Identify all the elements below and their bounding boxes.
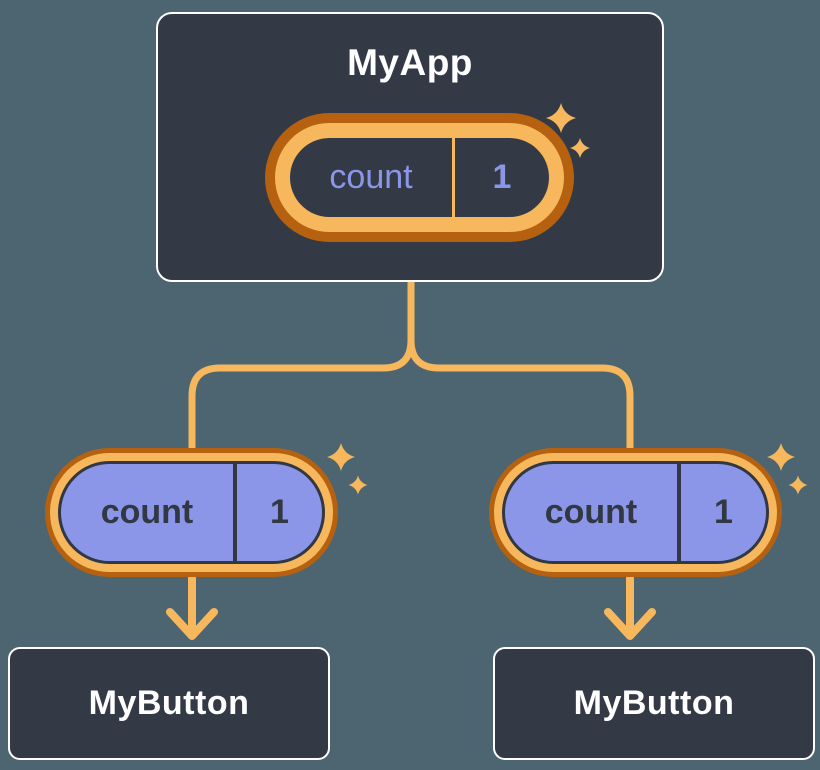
child-component-label: MyButton (573, 684, 735, 722)
sparkle-icon (327, 443, 368, 495)
child-component-card-right: MyButton (493, 647, 815, 760)
sparkle-icon (546, 103, 590, 158)
state-pill-body: count 1 (290, 138, 549, 217)
pill-divider (233, 464, 237, 561)
arrow-down-icon (166, 574, 218, 640)
child-component-card-left: MyButton (8, 647, 330, 760)
state-value-label: 1 (492, 158, 512, 196)
branch-wire-right (407, 336, 634, 474)
prop-pill-body: count 1 (502, 461, 769, 564)
prop-key-label: count (100, 493, 194, 531)
pill-divider (452, 138, 455, 217)
prop-pill-ring: count 1 (50, 453, 333, 572)
arrow-down-icon (604, 574, 656, 640)
root-component-title: MyApp (347, 42, 473, 83)
prop-value-label: 1 (714, 493, 733, 531)
prop-pill-right: count 1 (489, 448, 782, 577)
prop-pill-ring: count 1 (494, 453, 777, 572)
prop-pill-body: count 1 (58, 461, 325, 564)
child-component-label: MyButton (88, 684, 250, 722)
prop-pill-left: count 1 (45, 448, 338, 577)
branch-wire-left (188, 278, 415, 474)
prop-value-label: 1 (270, 493, 289, 531)
pill-divider (677, 464, 681, 561)
state-pill-ring: count 1 (275, 123, 564, 232)
root-state-pill: count 1 (265, 113, 574, 242)
state-key-label: count (329, 158, 413, 196)
sparkle-icon (767, 443, 808, 495)
prop-key-label: count (544, 493, 638, 531)
